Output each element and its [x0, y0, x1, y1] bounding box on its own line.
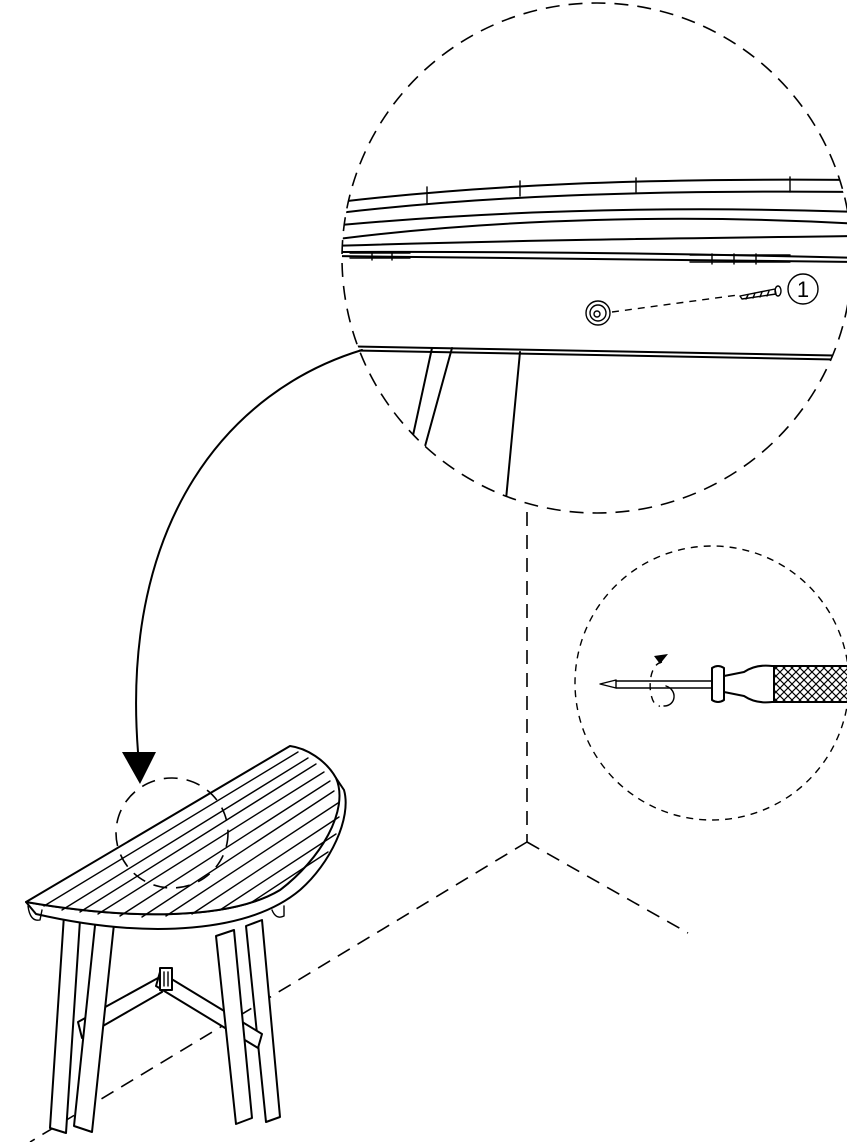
table-top-slats: [43, 751, 340, 918]
part-number: 1: [797, 277, 809, 302]
screw-icon: [739, 285, 782, 300]
detail-focus-circle: [115, 777, 229, 889]
screwdriver-icon: [599, 664, 847, 704]
screw-hole-icon: [585, 300, 611, 326]
part-callout: 1: [787, 273, 819, 305]
room-corner-lines: [29, 512, 689, 1142]
detail-magnifier: 1: [341, 2, 847, 514]
curved-arrow-icon: [122, 349, 363, 784]
detail-table-edge: [342, 176, 847, 511]
half-round-wall-table-icon: [25, 745, 347, 1134]
tool-magnifier: [574, 545, 847, 821]
rotate-clockwise-icon: [649, 654, 675, 707]
